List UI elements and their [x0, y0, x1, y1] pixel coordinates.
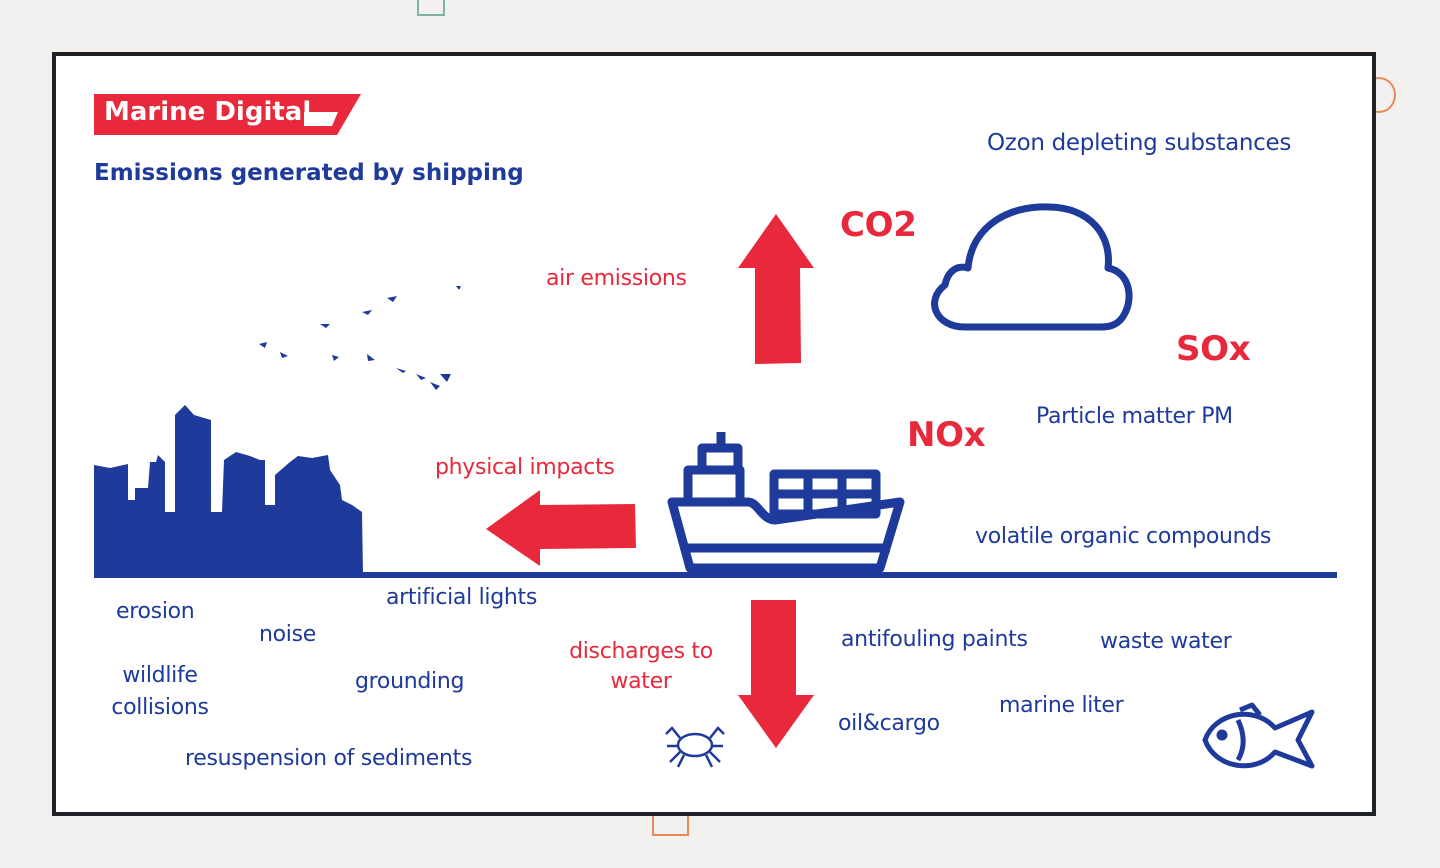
label-discharges-water: water [610, 669, 672, 694]
label-marine-liter: marine liter [999, 693, 1124, 718]
label-grounding: grounding [355, 669, 465, 694]
arrow-left-icon [486, 490, 636, 566]
logo-mark-icon [304, 112, 338, 126]
label-waste-water: waste water [1100, 629, 1232, 654]
label-voc: volatile organic compounds [975, 524, 1272, 549]
label-discharges: discharges to [569, 639, 713, 664]
label-co2: CO2 [840, 205, 917, 245]
label-pm: Particle matter PM [1036, 404, 1233, 429]
label-oil-cargo: oil&cargo [838, 711, 940, 736]
label-collisions: collisions [111, 695, 209, 720]
decor-square-teal [417, 0, 445, 16]
label-sediments: resuspension of sediments [185, 746, 473, 771]
crab-icon [665, 726, 725, 768]
label-nox: NOx [907, 415, 986, 455]
label-erosion: erosion [116, 599, 195, 624]
ship-icon [667, 432, 905, 573]
label-artificial-lights: artificial lights [386, 585, 538, 610]
infographic-frame [52, 52, 1376, 816]
logo-banner [94, 94, 361, 135]
page-title: Emissions generated by shipping [94, 160, 524, 186]
label-physical-impacts: physical impacts [435, 455, 615, 480]
cloud-icon [931, 203, 1133, 331]
fish-icon [1202, 702, 1315, 769]
label-air-emissions: air emissions [546, 266, 687, 291]
arrow-up-icon [738, 214, 814, 364]
arrow-down-icon [738, 600, 814, 748]
city-skyline-icon [94, 405, 363, 575]
label-wildlife: wildlife [122, 663, 198, 688]
label-antifouling: antifouling paints [841, 627, 1028, 652]
label-ozone: Ozon depleting substances [987, 130, 1292, 156]
birds-icon [259, 286, 461, 390]
label-noise: noise [259, 622, 317, 647]
brand-logo: Marine Digital [104, 97, 312, 127]
water-line [94, 572, 1337, 578]
label-sox: SOx [1176, 329, 1251, 369]
